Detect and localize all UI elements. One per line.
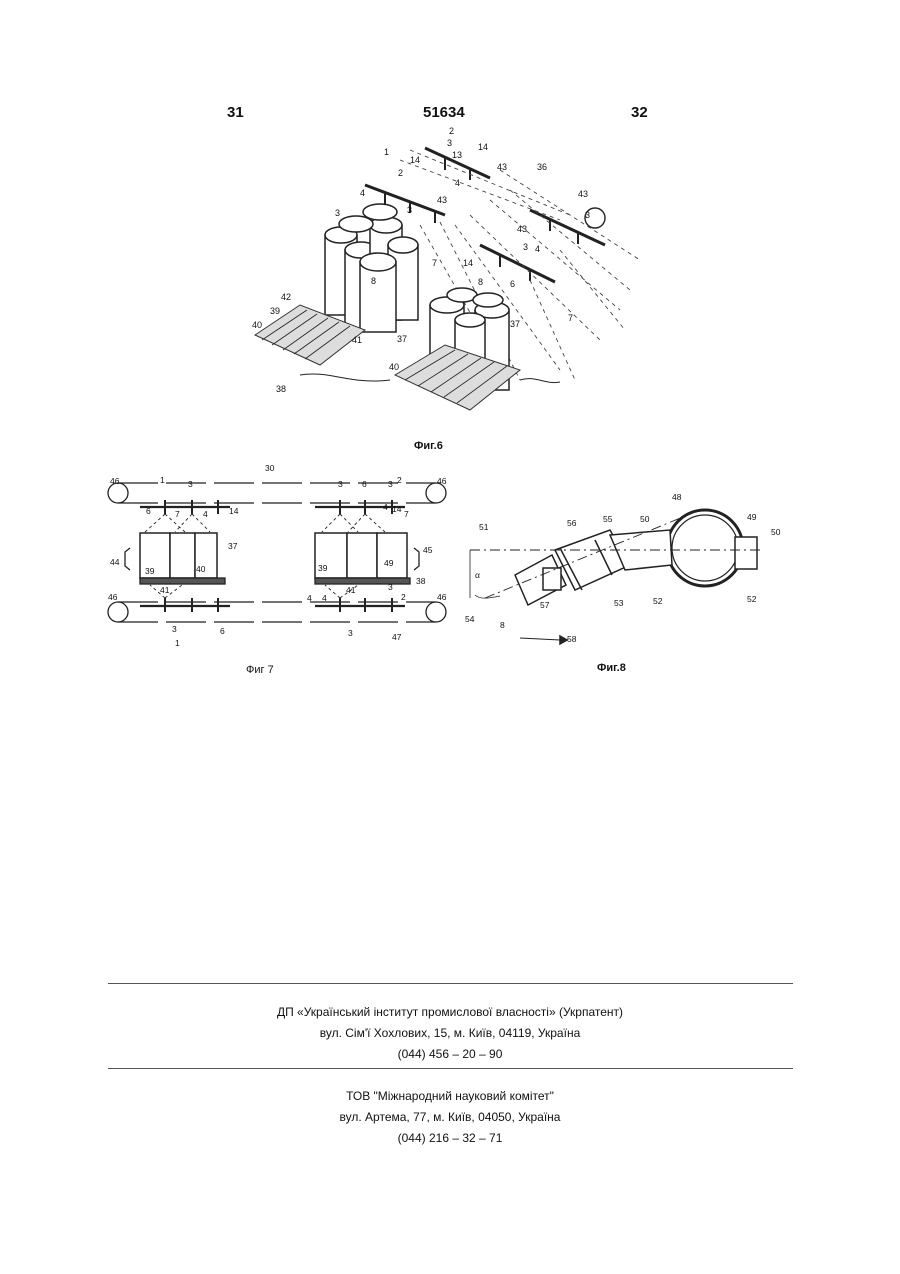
fig8-caption: Фиг.8 bbox=[597, 662, 626, 674]
org2-address: вул. Артема, 77, м. Київ, 04050, Україна bbox=[0, 1107, 900, 1128]
svg-text:51: 51 bbox=[479, 522, 489, 532]
svg-text:50: 50 bbox=[640, 514, 650, 524]
svg-text:55: 55 bbox=[603, 514, 613, 524]
svg-text:49: 49 bbox=[747, 512, 757, 522]
svg-text:52: 52 bbox=[747, 594, 757, 604]
org2-phone: (044) 216 – 32 – 71 bbox=[0, 1128, 900, 1149]
svg-text:56: 56 bbox=[567, 518, 577, 528]
footer-org1: ДП «Український інститут промислової вла… bbox=[0, 1002, 900, 1065]
org2-name: ТОВ "Міжнародний науковий комітет" bbox=[0, 1086, 900, 1107]
svg-text:α: α bbox=[475, 570, 480, 580]
svg-text:57: 57 bbox=[540, 600, 550, 610]
svg-text:53: 53 bbox=[614, 598, 624, 608]
org1-name: ДП «Український інститут промислової вла… bbox=[0, 1002, 900, 1023]
svg-text:58: 58 bbox=[567, 634, 577, 644]
org1-phone: (044) 456 – 20 – 90 bbox=[0, 1044, 900, 1065]
footer-org2: ТОВ "Міжнародний науковий комітет" вул. … bbox=[0, 1086, 900, 1149]
svg-text:50: 50 bbox=[771, 527, 781, 537]
svg-text:48: 48 bbox=[672, 492, 682, 502]
svg-text:52: 52 bbox=[653, 596, 663, 606]
fig8-drawing: 48 51 56 55 50 49 50 α 53 52 52 54 57 8 … bbox=[0, 0, 900, 700]
org1-address: вул. Сім'ї Хохлових, 15, м. Київ, 04119,… bbox=[0, 1023, 900, 1044]
svg-text:8: 8 bbox=[500, 620, 505, 630]
svg-text:54: 54 bbox=[465, 614, 475, 624]
footer-divider-top bbox=[108, 983, 793, 984]
footer-divider-middle bbox=[108, 1068, 793, 1069]
